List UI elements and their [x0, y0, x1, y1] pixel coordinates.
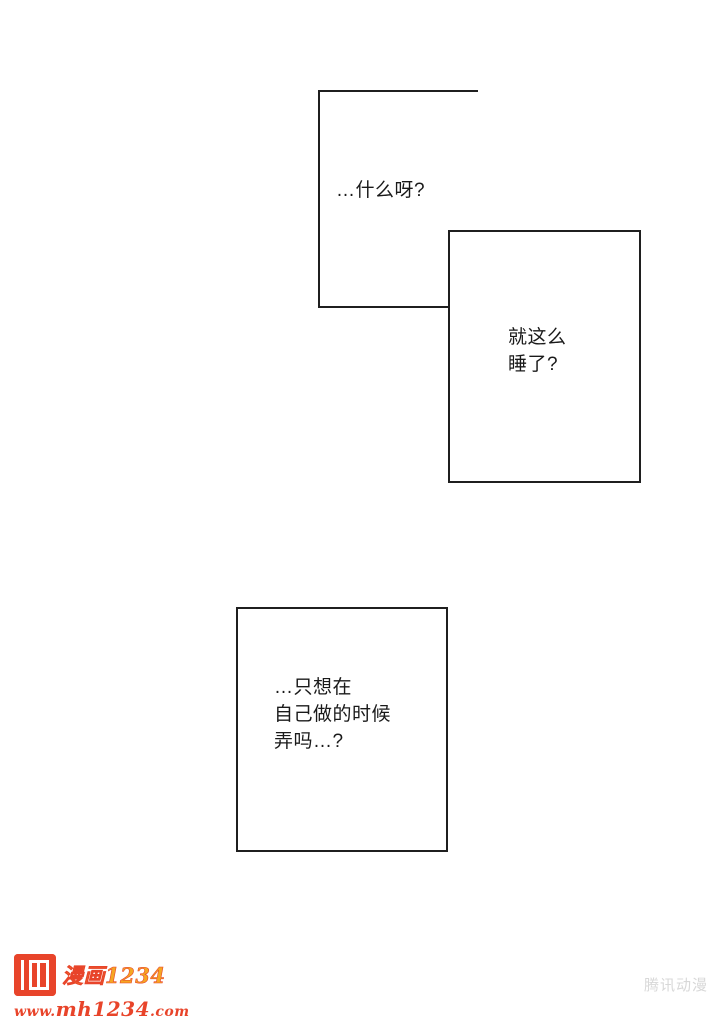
- speech-balloon-upper-right: [448, 230, 641, 483]
- balloon-text-upper-left: …什么呀?: [336, 180, 426, 201]
- site-url-main: mh1234: [55, 997, 150, 1021]
- site-logo-icon: [14, 954, 56, 996]
- speech-balloon-lower: [236, 607, 448, 852]
- site-url: www.mh1234.com: [14, 997, 190, 1021]
- site-url-tld: .com: [150, 1004, 190, 1020]
- platform-watermark: 腾讯动漫: [643, 976, 708, 994]
- site-watermark: 漫画1234 www.mh1234.com: [14, 954, 190, 1021]
- balloon-text-upper-right: 就这么 睡了?: [508, 327, 567, 375]
- balloon-merge-patch: [450, 232, 478, 306]
- balloon-text-lower: …只想在 自己做的时候 弄吗…?: [274, 677, 392, 752]
- site-url-www: www.: [14, 1004, 56, 1020]
- site-brand-label: 漫画1234: [62, 963, 166, 989]
